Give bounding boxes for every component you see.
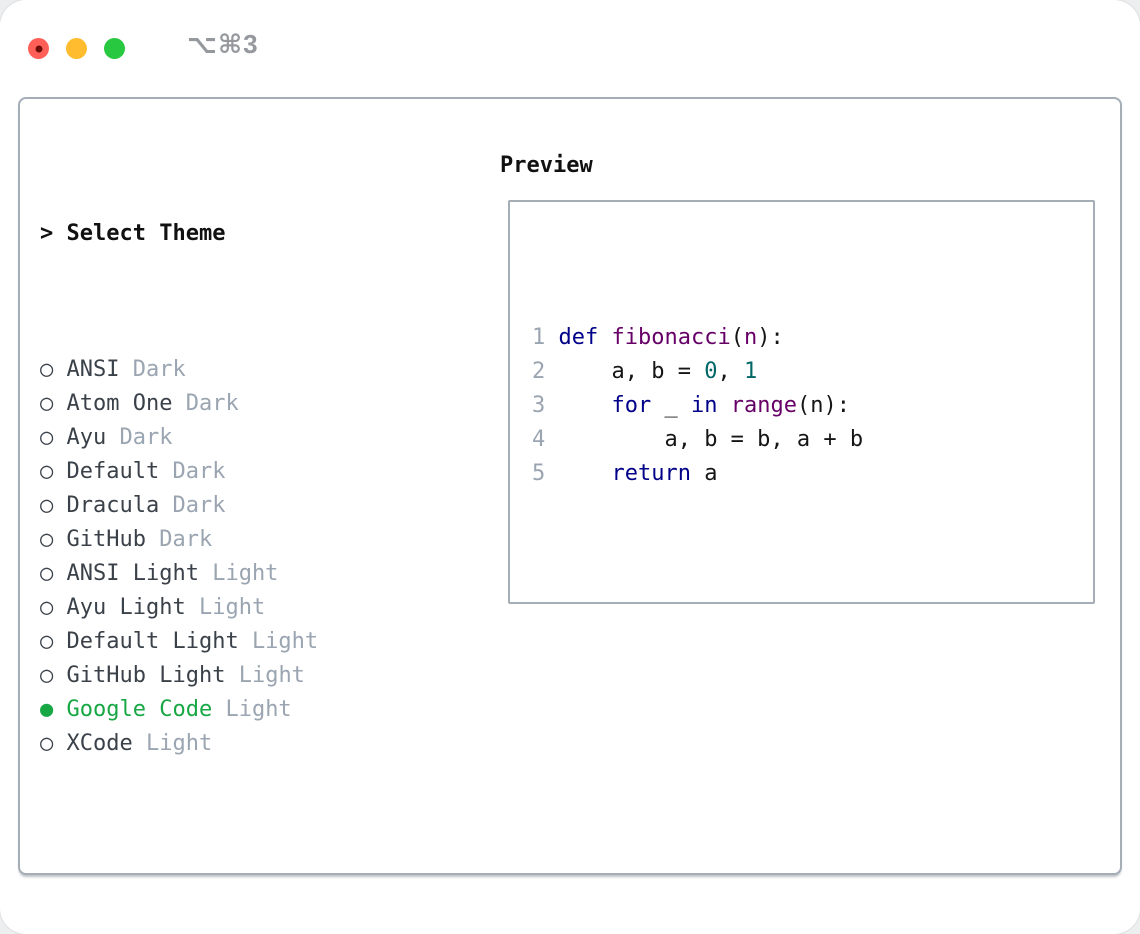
radio-icon: ○ (40, 459, 54, 484)
theme-option-label: GitHub (66, 527, 146, 552)
theme-option-label: GitHub Light (66, 663, 226, 688)
theme-list: ○ ANSI Dark○ Atom One Dark○ Ayu Dark○ De… (40, 353, 472, 761)
code-line: 4 a, b = b, a + b (532, 427, 864, 452)
theme-variant-tag: Dark (132, 357, 186, 382)
radio-icon: ○ (40, 595, 54, 620)
theme-option[interactable]: ○ Dracula Dark (40, 489, 472, 523)
theme-option[interactable]: ○ Ayu Light Light (40, 591, 472, 625)
theme-selector-panel: > Select Theme ○ ANSI Dark○ Atom One Dar… (18, 97, 1122, 875)
select-theme-heading-label: Select Theme (66, 221, 226, 246)
code-line: 2 a, b = 0, 1 (532, 359, 758, 384)
theme-variant-tag: Light (212, 561, 279, 586)
radio-icon: ○ (40, 391, 54, 416)
theme-option[interactable]: ○ GitHub Light Light (40, 659, 472, 693)
theme-variant-tag: Dark (172, 493, 226, 518)
theme-variant-tag: Light (198, 595, 266, 620)
theme-option[interactable]: ● Google Code Light (40, 693, 472, 727)
titlebar: ⌥⌘3 (0, 0, 1140, 97)
code-line: 3 for _ in range(n): (532, 393, 850, 418)
line-number: 4 (532, 427, 559, 452)
focus-caret-icon: > (40, 221, 54, 246)
theme-pane: > Select Theme ○ ANSI Dark○ Atom One Dar… (20, 149, 472, 873)
radio-icon: ○ (40, 527, 54, 552)
radio-icon: ○ (40, 425, 54, 450)
theme-option[interactable]: ○ Atom One Dark (40, 387, 472, 421)
theme-option-label: Atom One (66, 391, 173, 416)
radio-icon: ○ (40, 731, 54, 756)
theme-option-label: Google Code (66, 697, 213, 722)
theme-variant-tag: Dark (172, 459, 226, 484)
preview-heading: Preview (500, 153, 593, 178)
zoom-button[interactable] (104, 38, 125, 59)
theme-option[interactable]: ○ XCode Light (40, 727, 472, 761)
theme-option-label: Dracula (66, 493, 160, 518)
theme-option[interactable]: ○ ANSI Light Light (40, 557, 472, 591)
theme-option-label: Ayu (66, 425, 107, 450)
theme-option-label: Ayu Light (66, 595, 186, 620)
line-number: 2 (532, 359, 559, 384)
theme-option-label: ANSI (66, 357, 120, 382)
theme-variant-tag: Light (251, 629, 319, 654)
theme-variant-tag: Light (238, 663, 305, 688)
line-number: 5 (532, 461, 559, 486)
theme-option-label: XCode (66, 731, 133, 756)
radio-selected-icon: ● (40, 697, 54, 722)
theme-variant-tag: Light (225, 697, 292, 722)
preview-pane: Preview 1 def fibonacci(n): 2 a, b = 0, 1… (472, 149, 1120, 873)
radio-icon: ○ (40, 357, 54, 382)
theme-option-label: Default Light (66, 629, 239, 654)
window-title: ⌥⌘3 (187, 29, 259, 59)
blank-line (532, 559, 1093, 593)
theme-option[interactable]: ○ Ayu Dark (40, 421, 472, 455)
theme-variant-tag: Dark (119, 425, 173, 450)
radio-icon: ○ (40, 493, 54, 518)
minimize-button[interactable] (66, 38, 87, 59)
theme-variant-tag: Dark (159, 527, 213, 552)
close-button[interactable] (28, 38, 49, 59)
theme-option[interactable]: ○ GitHub Dark (40, 523, 472, 557)
line-number: 1 (532, 325, 559, 350)
preview-box: 1 def fibonacci(n): 2 a, b = 0, 1 3 for _ … (508, 200, 1095, 604)
theme-variant-tag: Dark (185, 391, 239, 416)
theme-option[interactable]: ○ Default Dark (40, 455, 472, 489)
theme-option[interactable]: ○ ANSI Dark (40, 353, 472, 387)
radio-icon: ○ (40, 663, 54, 688)
theme-option[interactable]: ○ Default Light Light (40, 625, 472, 659)
radio-icon: ○ (40, 561, 54, 586)
theme-option-label: ANSI Light (66, 561, 199, 586)
radio-icon: ○ (40, 629, 54, 654)
code-block: 1 def fibonacci(n): 2 a, b = 0, 1 3 for _ … (532, 321, 1093, 491)
theme-variant-tag: Light (145, 731, 213, 756)
line-number: 3 (532, 393, 559, 418)
theme-option-label: Default (66, 459, 160, 484)
code-line: 5 return a (532, 461, 718, 486)
select-theme-heading: > Select Theme (40, 217, 472, 251)
code-line: 1 def fibonacci(n): (532, 325, 784, 350)
